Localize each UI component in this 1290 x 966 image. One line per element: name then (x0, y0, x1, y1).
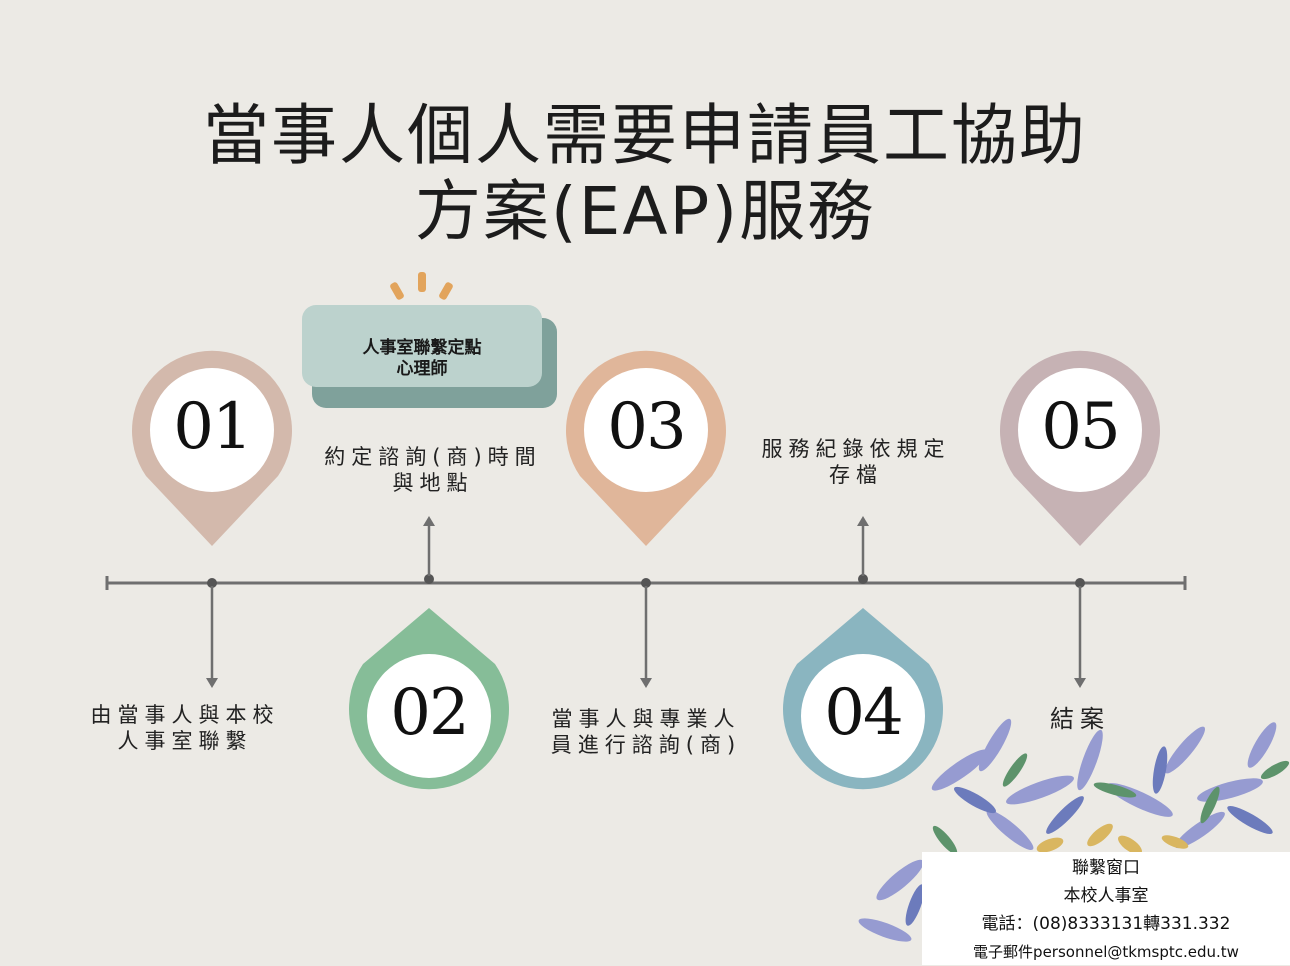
contact-phone: 電話：(08)8333131轉331.332 (981, 914, 1231, 934)
title-line-2: 方案(EAP)服務 (414, 173, 876, 250)
step-number-04: 04 (824, 676, 903, 750)
step-marker-02 (349, 608, 509, 790)
step-marker-03 (566, 350, 726, 546)
tag-box (302, 305, 557, 408)
step-caption-02: 約定諮詢(商)時間 與地點 (298, 444, 568, 496)
caption-04-line-1: 服務紀錄依規定 (761, 437, 951, 461)
caption-02-line-2: 與地點 (392, 471, 474, 495)
page-title: 當事人個人需要申請員工協助 方案(EAP)服務 (0, 98, 1290, 250)
leaf-decoration (858, 718, 1290, 942)
step-number-03: 03 (607, 390, 686, 464)
axis-dot-02 (424, 574, 434, 584)
step-number-01: 01 (173, 390, 252, 464)
step-caption-05: 結案 (1020, 706, 1140, 732)
sparkle-icon (390, 272, 453, 300)
contact-office: 本校人事室 (1063, 886, 1149, 906)
caption-04-line-2: 存檔 (829, 463, 883, 487)
title-line-1: 當事人個人需要申請員工協助 (203, 97, 1087, 174)
caption-02-line-1: 約定諮詢(商)時間 (324, 445, 542, 469)
step-number-02: 02 (390, 676, 469, 750)
step-marker-05 (1000, 350, 1160, 546)
tag-label: 人事室聯繫定點 心理師 (302, 306, 542, 386)
step-number-05: 05 (1041, 390, 1120, 464)
step-caption-04: 服務紀錄依規定 存檔 (726, 436, 986, 488)
tag-line-2: 心理師 (396, 359, 448, 379)
tag-line-1: 人事室聯繫定點 (362, 338, 482, 358)
contact-email: 電子郵件personnel@tkmsptc.edu.tw (973, 943, 1239, 961)
step-marker-01 (132, 350, 292, 546)
caption-05-line-1: 結案 (1050, 705, 1110, 733)
contact-heading: 聯繫窗口 (1072, 858, 1140, 878)
step-caption-03: 當事人與專業人 員進行諮詢(商) (518, 706, 774, 758)
caption-01-line-2: 人事室聯繫 (117, 729, 253, 753)
caption-01-line-1: 由當事人與本校 (90, 703, 280, 727)
axis-dot-05 (1075, 578, 1085, 588)
axis-dot-01 (207, 578, 217, 588)
caption-03-line-1: 當事人與專業人 (551, 707, 741, 731)
contact-box: 聯繫窗口 本校人事室 電話：(08)8333131轉331.332 電子郵件pe… (922, 852, 1290, 965)
axis-dot-03 (641, 578, 651, 588)
caption-03-line-2: 員進行諮詢(商) (550, 733, 742, 757)
axis-dot-04 (858, 574, 868, 584)
step-marker-04 (783, 608, 943, 790)
step-caption-01: 由當事人與本校 人事室聯繫 (40, 702, 330, 754)
